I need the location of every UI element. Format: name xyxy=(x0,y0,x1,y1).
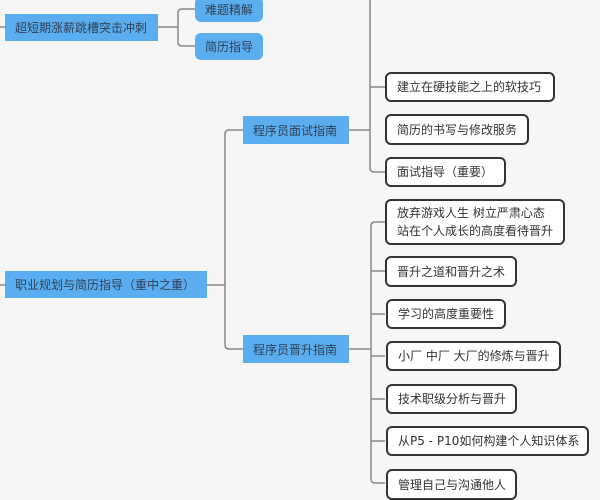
node-interview-guide[interactable]: 程序员面试指南 xyxy=(243,116,349,144)
node-career-planning[interactable]: 职业规划与简历指导（重中之重） xyxy=(5,271,207,298)
node-line: 放弃游戏人生 树立严肃心态 xyxy=(397,206,545,220)
node-self-management[interactable]: 管理自己与沟通他人 xyxy=(386,469,517,500)
node-sprint[interactable]: 超短期涨薪跳槽突击冲刺 xyxy=(5,14,158,41)
connector-lines xyxy=(0,0,385,484)
node-tech-levels[interactable]: 技术职级分析与晋升 xyxy=(386,384,517,414)
node-serious-mindset[interactable]: 放弃游戏人生 树立严肃心态 站在个人成长的高度看待晋升 xyxy=(385,199,565,245)
node-line: 站在个人成长的高度看待晋升 xyxy=(397,224,554,238)
node-promotion-way[interactable]: 晋升之道和晋升之术 xyxy=(385,256,517,287)
node-learning[interactable]: 学习的高度重要性 xyxy=(386,299,506,329)
node-promotion-guide[interactable]: 程序员晋升指南 xyxy=(243,335,349,363)
node-resume-service[interactable]: 简历的书写与修改服务 xyxy=(385,114,529,145)
node-company-size[interactable]: 小厂 中厂 大厂的修炼与晋升 xyxy=(386,341,561,371)
node-soft-skills[interactable]: 建立在硬技能之上的软技巧 xyxy=(385,72,555,102)
node-hard-problems[interactable]: 难题精解 xyxy=(195,0,263,22)
node-knowledge-system[interactable]: 从P5 - P10如何构建个人知识体系 xyxy=(386,426,589,456)
node-resume-guide[interactable]: 简历指导 xyxy=(195,33,263,60)
node-interview-coaching[interactable]: 面试指导（重要） xyxy=(385,157,506,187)
